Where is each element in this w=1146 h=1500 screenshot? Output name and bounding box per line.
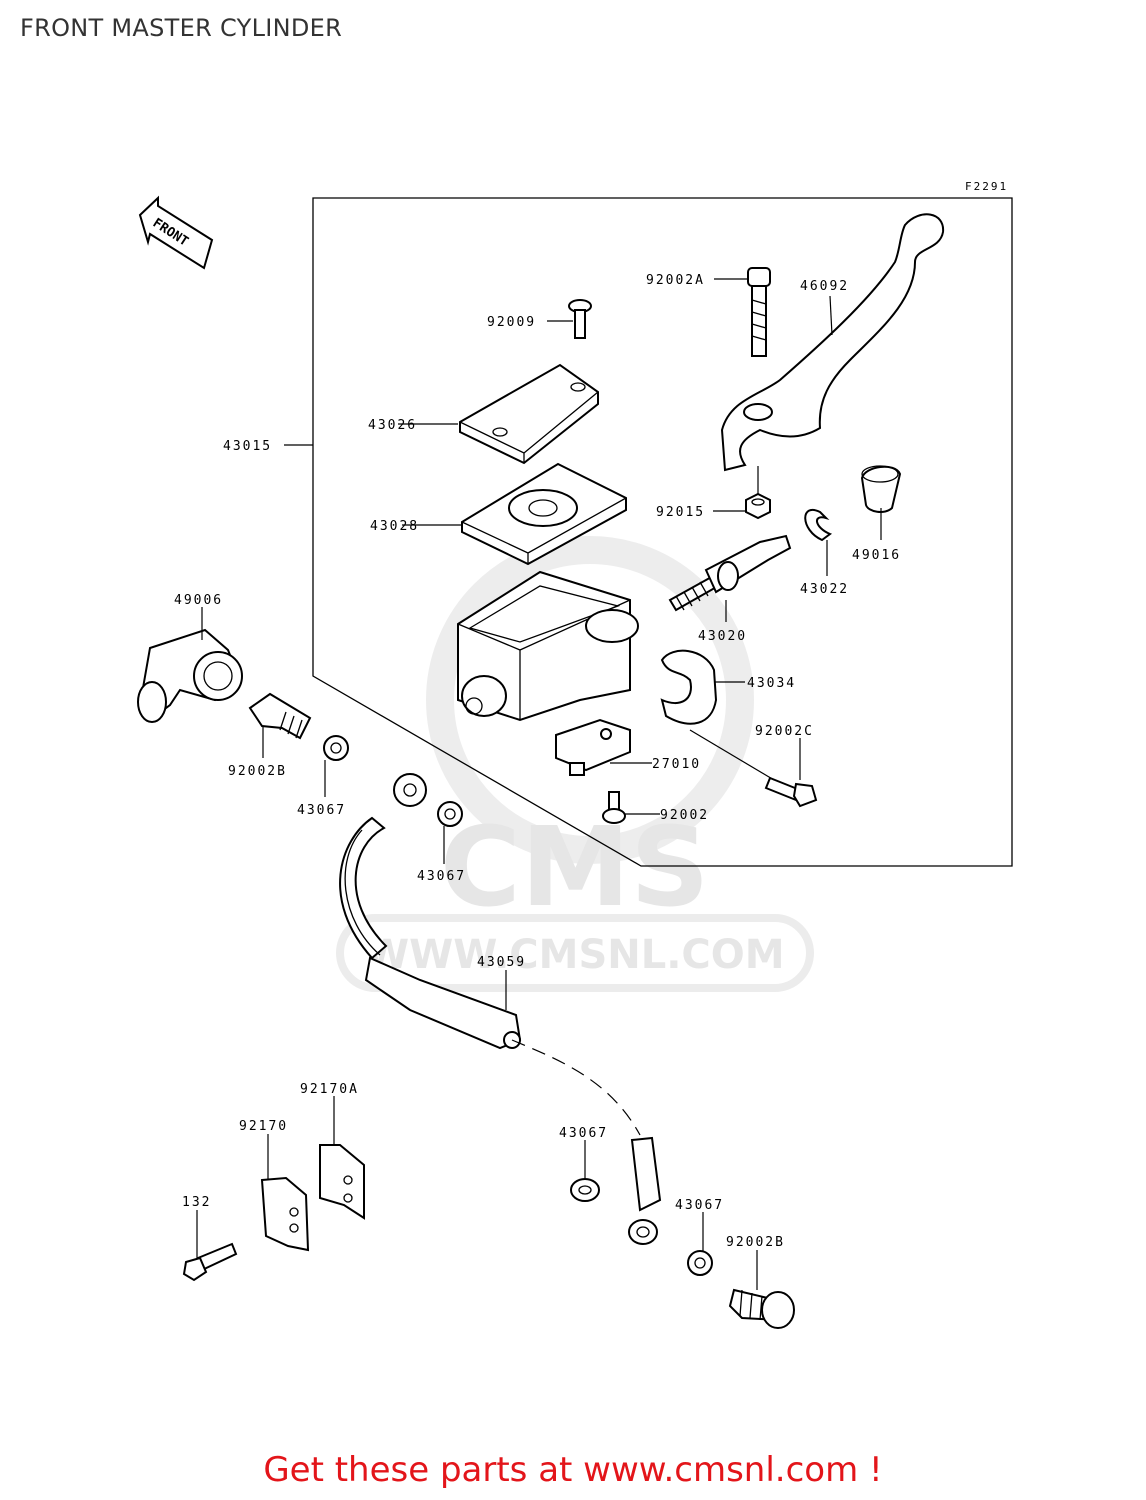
switch-27010-part xyxy=(555,718,631,776)
label-49016: 49016 xyxy=(852,548,901,563)
boot-49016-part xyxy=(860,465,902,513)
label-92002: 92002 xyxy=(660,808,709,823)
label-92002B-top: 92002B xyxy=(228,764,287,779)
label-49006: 49006 xyxy=(174,593,223,608)
clamp-43034-part xyxy=(660,649,718,725)
bolt-92002C-part xyxy=(764,776,818,808)
screw-92009-part xyxy=(568,299,592,339)
leader-lines xyxy=(196,278,882,1290)
nut-92015-part xyxy=(745,492,771,520)
cap-49006-part xyxy=(137,628,243,723)
piston-kit-43020-part xyxy=(668,534,792,612)
label-43015: 43015 xyxy=(223,439,272,454)
banjo-bolt-top-part xyxy=(248,692,312,740)
label-43028: 43028 xyxy=(370,519,419,534)
label-43034: 43034 xyxy=(747,676,796,691)
label-46092: 46092 xyxy=(800,279,849,294)
label-92170: 92170 xyxy=(239,1119,288,1134)
footer-link-text[interactable]: Get these parts at www.cmsnl.com ! xyxy=(263,1450,883,1490)
label-43059: 43059 xyxy=(477,955,526,970)
clamp-92170A-part xyxy=(319,1144,365,1220)
label-92002B-bottom: 92002B xyxy=(726,1235,785,1250)
label-43022: 43022 xyxy=(800,582,849,597)
washer-43067-b-part xyxy=(437,801,463,827)
brake-hose-43059-part xyxy=(339,773,662,1245)
label-43067-c: 43067 xyxy=(559,1126,608,1141)
label-132: 132 xyxy=(182,1195,211,1210)
label-92009: 92009 xyxy=(487,315,536,330)
label-43067-a: 43067 xyxy=(297,803,346,818)
assembly-frame xyxy=(312,197,1013,867)
reservoir-cap-part xyxy=(459,363,599,465)
label-92015: 92015 xyxy=(656,505,705,520)
page-title: FRONT MASTER CYLINDER xyxy=(20,14,343,42)
bolt-132-part xyxy=(182,1242,238,1282)
brake-lever-part xyxy=(720,213,945,472)
label-92002A: 92002A xyxy=(646,273,705,288)
front-arrow-icon: FRONT xyxy=(138,195,214,270)
watermark: CMS WWW.CMSNL.COM xyxy=(336,536,814,992)
label-43026: 43026 xyxy=(368,418,417,433)
washer-43067-a-part xyxy=(323,735,349,761)
diaphragm-part xyxy=(461,462,627,566)
banjo-bolt-bottom-part xyxy=(728,1288,795,1329)
master-cylinder-body-part xyxy=(457,570,639,722)
label-43067-b: 43067 xyxy=(417,869,466,884)
label-92002C: 92002C xyxy=(755,724,814,739)
clamp-92170-part xyxy=(260,1176,310,1252)
watermark-logo: CMS xyxy=(440,803,709,931)
label-92170A: 92170A xyxy=(300,1082,359,1097)
bolt-92002A-part xyxy=(747,267,771,357)
diagram-code: F2291 xyxy=(965,180,1008,193)
washer-43067-c-part xyxy=(570,1178,600,1202)
label-43067-d: 43067 xyxy=(675,1198,724,1213)
label-27010: 27010 xyxy=(652,757,701,772)
circlip-43022-part xyxy=(804,509,833,542)
label-43020: 43020 xyxy=(698,629,747,644)
washer-43067-d-part xyxy=(687,1250,713,1276)
screw-92002-part xyxy=(602,791,626,824)
watermark-url: WWW.CMSNL.COM xyxy=(365,932,785,978)
